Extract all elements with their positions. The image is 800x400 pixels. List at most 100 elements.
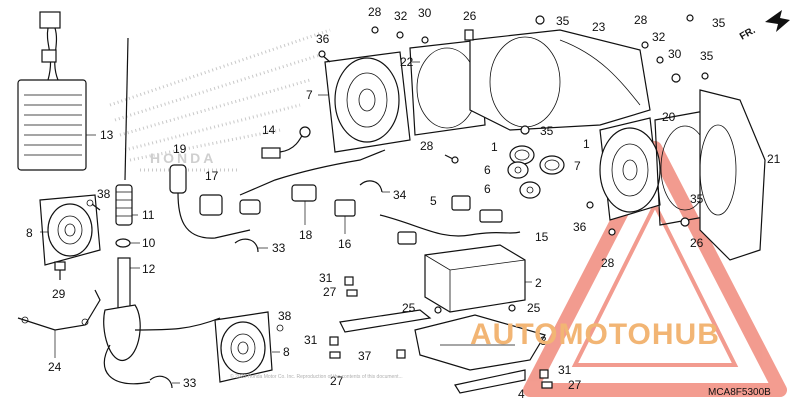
part-10-nut [115, 238, 140, 248]
part-11-antenna [115, 37, 138, 226]
part-21-enclosure [699, 89, 766, 261]
callout-28-right: 28 [634, 13, 648, 27]
callout-26-right: 26 [690, 236, 704, 250]
part-29-bolt [54, 261, 66, 280]
diagram-code: MCA8F5300B [708, 387, 771, 398]
callout-35-right: 35 [700, 49, 714, 63]
part-19-jack-cable [169, 164, 251, 239]
part-14-connector [261, 126, 311, 159]
callout-35-right-lower: 35 [690, 192, 704, 206]
callout-8-upper: 8 [26, 226, 33, 240]
part-8-tweeter-upper [39, 194, 101, 266]
callout-17: 17 [205, 169, 219, 183]
callout-6-b: 6 [484, 182, 491, 196]
callout-30-top: 30 [418, 6, 432, 20]
callout-33-upper: 33 [272, 241, 286, 255]
part-2-control-unit [424, 244, 532, 313]
callout-38-lower: 38 [278, 309, 292, 323]
part-33-clamp-upper [234, 238, 268, 253]
part-7-speaker-left [318, 51, 411, 153]
part-1-ring-a [509, 145, 535, 165]
part-18-harness [239, 149, 386, 225]
callout-10: 10 [142, 236, 156, 250]
callout-13: 13 [100, 128, 114, 142]
callout-22: 22 [400, 55, 414, 69]
callout-32-right: 32 [652, 30, 666, 44]
part-12-antenna-base [103, 257, 141, 361]
callout-7-left: 7 [306, 88, 313, 102]
part-15-cable [379, 209, 521, 245]
callout-labels: 13 19 14 17 18 16 34 11 10 12 8 38 29 24… [26, 5, 781, 400]
honda-logo-text: HONDA [150, 150, 216, 166]
callout-3: 3 [540, 334, 547, 348]
callout-24: 24 [48, 360, 62, 374]
part-24-bracket [17, 289, 101, 358]
callout-18: 18 [299, 228, 313, 242]
callout-20: 20 [662, 110, 676, 124]
callout-16: 16 [338, 237, 352, 251]
part-28-pin [444, 154, 459, 164]
callout-35-top: 35 [556, 14, 570, 28]
callout-6-a: 6 [484, 163, 491, 177]
fasteners-31-27 [329, 276, 553, 389]
callout-5: 5 [430, 194, 437, 208]
copyright-line: © 2020 Honda Motor Co. Inc. Reproduction… [230, 373, 403, 380]
callout-30-right: 30 [668, 47, 682, 61]
callout-29: 29 [52, 287, 66, 301]
part-6-nut-b [519, 181, 541, 199]
callout-38-upper: 38 [97, 187, 111, 201]
part-34-clamp [359, 180, 390, 193]
direction-label: FR. [738, 25, 758, 43]
part-4-bracket [454, 369, 526, 394]
part-38-screw-a [86, 199, 101, 211]
callout-26-top: 26 [463, 9, 477, 23]
callout-36-upper: 36 [316, 32, 330, 46]
callout-21: 21 [767, 152, 781, 166]
watermark-text: AUTOMOTOHUB [470, 318, 720, 351]
callout-25-a: 25 [402, 301, 416, 315]
callout-27-a: 27 [323, 285, 337, 299]
callout-1-b: 1 [583, 137, 590, 151]
part-1-ring-b [539, 155, 565, 175]
top-fasteners [371, 15, 545, 135]
part-13-audio-unit [17, 11, 96, 171]
callout-7-right: 7 [574, 159, 581, 173]
callout-23: 23 [592, 20, 606, 34]
callout-1-a: 1 [491, 140, 498, 154]
callout-28-right-lower: 28 [601, 256, 615, 270]
part-23-speaker-enclosure [469, 29, 651, 131]
callout-31-b: 31 [304, 333, 318, 347]
callout-32-top: 32 [394, 9, 408, 23]
part-38-screw-b [276, 324, 284, 332]
callout-36-right: 36 [573, 220, 587, 234]
right-fasteners [586, 14, 709, 236]
part-25-strip [339, 309, 432, 333]
callout-28-top: 28 [368, 5, 382, 19]
callout-4: 4 [518, 387, 525, 400]
callout-37: 37 [358, 349, 372, 363]
callout-14: 14 [262, 123, 276, 137]
front-direction-arrow [765, 10, 790, 32]
part-16-connector [334, 199, 356, 234]
part-8-tweeter-lower [214, 311, 280, 383]
part-36-screw-upper [318, 50, 331, 63]
callout-35-mid: 35 [540, 124, 554, 138]
callout-19: 19 [173, 142, 187, 156]
callout-34: 34 [393, 188, 407, 202]
callout-33-lower: 33 [183, 376, 197, 390]
part-33-clamp-lower [149, 375, 180, 389]
callout-11: 11 [142, 208, 155, 222]
watermark-triangle [523, 141, 787, 397]
honda-wing-logo [109, 28, 331, 172]
callout-15: 15 [535, 230, 549, 244]
callout-8-lower: 8 [283, 345, 290, 359]
part-7-speaker-right [599, 117, 661, 221]
callout-31-c: 31 [558, 363, 572, 377]
part-5-connector [451, 195, 471, 211]
callout-27-b: 27 [330, 374, 344, 388]
callout-27-c: 27 [568, 378, 582, 392]
callout-31-a: 31 [319, 271, 333, 285]
part-3-tray [414, 314, 546, 371]
